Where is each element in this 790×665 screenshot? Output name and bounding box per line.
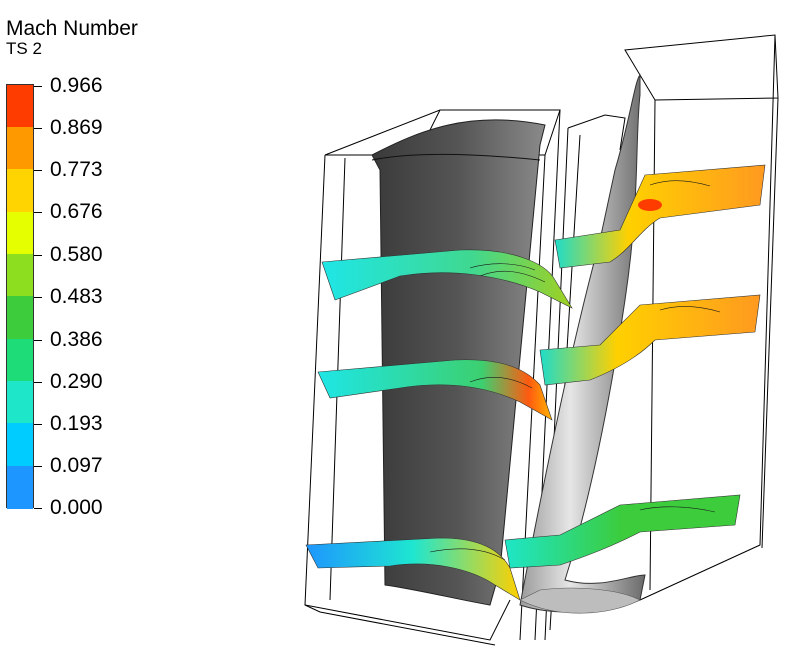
tick-label-3: 0.676 [50, 200, 103, 223]
colorbar-band-8 [7, 423, 33, 466]
right-slice-top [554, 164, 766, 269]
tick-label-9: 0.097 [50, 454, 103, 477]
left-slice-mid [317, 359, 553, 421]
contour-lines [429, 180, 721, 561]
right-slice-bottom [504, 494, 741, 569]
left-blade-edge [371, 153, 541, 161]
colorbar-band-0 [7, 85, 33, 127]
colorbar [6, 84, 34, 509]
colorbar-band-3 [7, 212, 33, 254]
colorbar-band-9 [7, 466, 33, 509]
tick-label-5: 0.483 [50, 285, 103, 308]
tick-label-4: 0.580 [50, 243, 103, 266]
legend-subtitle: TS 2 [6, 39, 42, 58]
tick-label-2: 0.773 [50, 158, 103, 181]
tick-label-7: 0.290 [50, 370, 103, 393]
tick-mark-8 [34, 424, 42, 425]
tick-mark-3 [34, 212, 42, 213]
left-slice-bottom [305, 537, 521, 601]
tick-mark-0 [34, 86, 42, 87]
tick-mark-1 [34, 128, 42, 129]
tick-mark-4 [34, 255, 42, 256]
right-blade-hub [519, 587, 641, 614]
tick-label-1: 0.869 [50, 116, 103, 139]
colorbar-band-1 [7, 127, 33, 169]
legend-title: Mach Number [6, 17, 138, 40]
tick-label-8: 0.193 [50, 412, 103, 435]
colorbar-band-2 [7, 169, 33, 212]
tick-label-10: 0.000 [50, 496, 103, 519]
tick-mark-2 [34, 170, 42, 171]
colorbar-band-6 [7, 339, 33, 381]
tick-mark-9 [34, 466, 42, 467]
tick-mark-10 [34, 508, 42, 509]
tick-mark-5 [34, 297, 42, 298]
colorbar-band-4 [7, 254, 33, 296]
tick-mark-6 [34, 340, 42, 341]
colorbar-band-7 [7, 381, 33, 423]
right-blade [519, 73, 646, 613]
right-slice-mid [539, 294, 761, 386]
tick-label-0: 0.966 [50, 74, 103, 97]
tick-label-6: 0.386 [50, 328, 103, 351]
colorbar-band-5 [7, 296, 33, 339]
tick-mark-7 [34, 382, 42, 383]
